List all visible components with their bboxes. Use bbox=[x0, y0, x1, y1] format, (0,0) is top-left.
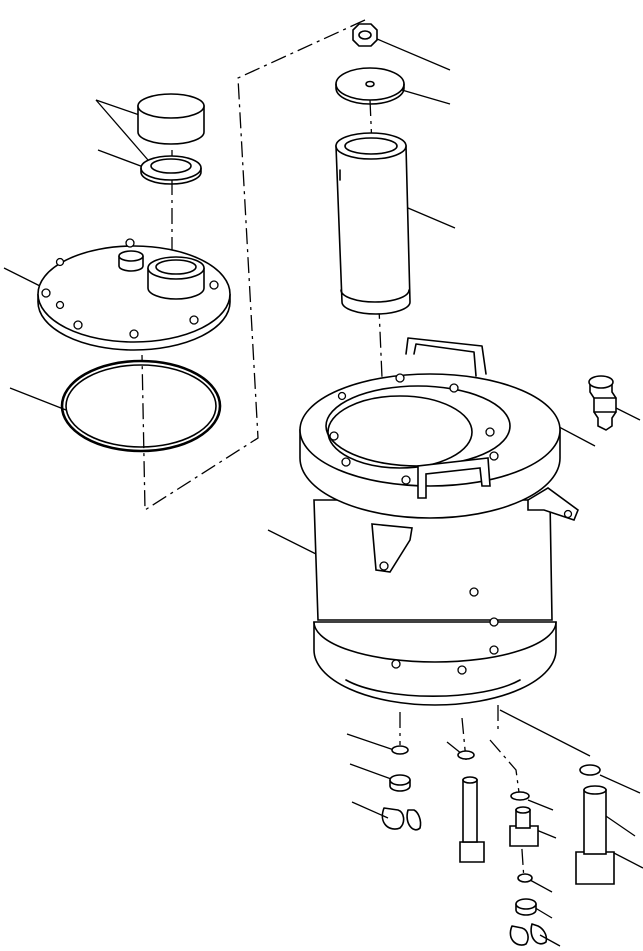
leader-lines bbox=[3, 35, 643, 947]
washer-icon bbox=[335, 67, 405, 105]
clip-icon bbox=[381, 807, 548, 946]
cap-icon bbox=[137, 93, 205, 145]
cover-plate-icon bbox=[37, 238, 231, 351]
stud-icon bbox=[459, 776, 615, 885]
filter-element-icon bbox=[335, 132, 411, 315]
breather-icon bbox=[588, 375, 617, 431]
washer-icon bbox=[391, 745, 601, 883]
tank-icon bbox=[299, 337, 579, 706]
seal-ring-icon bbox=[140, 155, 202, 185]
cap-icon bbox=[389, 774, 537, 916]
o-ring-icon bbox=[60, 359, 222, 453]
nut-icon bbox=[352, 23, 378, 47]
